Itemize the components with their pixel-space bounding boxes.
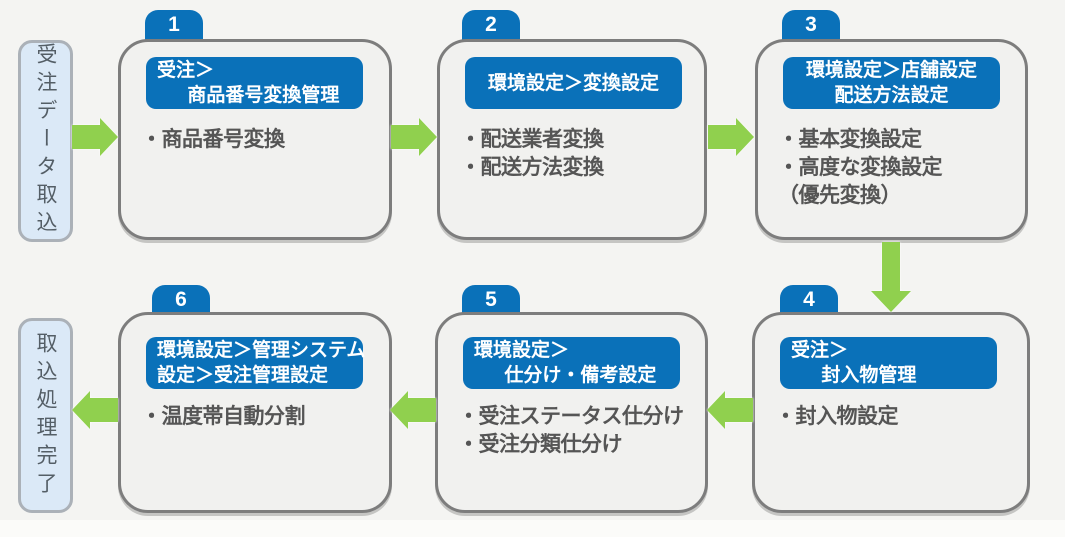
bullet-item: ・受注分類仕分け (458, 433, 622, 456)
flow-step-card-4: 受注＞ 封入物管理 ・封入物設定 (752, 312, 1030, 513)
flow-step-card-2: 環境設定＞変換設定 ・配送業者変換 ・配送方法変換 (437, 39, 707, 240)
menu-path-line: 環境設定＞店舗設定 (805, 60, 977, 81)
flow-arrow-right-icon (72, 118, 118, 156)
step-items-3: ・基本変換設定 ・高度な変換設定 （優先変換） (778, 126, 943, 210)
menu-path-line: 受注＞ (157, 60, 215, 81)
flow-arrow-left-icon (72, 391, 118, 429)
flow-arrow-left-icon (707, 391, 753, 429)
bullet-item: ・商品番号変換 (141, 128, 285, 151)
menu-path-line: 商品番号変換管理 (187, 85, 340, 106)
menu-path-label-3: 環境設定＞店舗設定 配送方法設定 (783, 57, 1000, 109)
step-items-5: ・受注ステータス仕分け ・受注分類仕分け (458, 403, 684, 459)
bullet-item: ・受注ステータス仕分け (458, 405, 684, 428)
menu-path-line: 封入物管理 (821, 365, 917, 386)
bullet-item: ・基本変換設定 (778, 128, 922, 151)
step-number-badge-5: 5 (462, 285, 520, 315)
menu-path-line: 環境設定＞管理システム (157, 340, 366, 361)
flow-end-label-box: 取込処理完了 (18, 318, 73, 513)
menu-path-line: 配送方法設定 (834, 85, 949, 106)
step-number-badge-6: 6 (152, 285, 210, 315)
menu-path-label-6: 環境設定＞管理システム 設定＞受注管理設定 (146, 337, 366, 389)
flow-arrow-right-icon (391, 118, 437, 156)
menu-path-label-4: 受注＞ 封入物管理 (780, 337, 997, 389)
bullet-item: ・温度帯自動分割 (141, 405, 306, 428)
menu-path-line: 環境設定＞ (474, 340, 570, 361)
bullet-item: ・高度な変換設定 (778, 156, 943, 179)
flow-end-label: 取込処理完了 (34, 331, 57, 500)
flow-arrow-down-icon (871, 242, 911, 312)
step-number-badge-2: 2 (462, 10, 520, 42)
step-items-2: ・配送業者変換 ・配送方法変換 (460, 126, 604, 182)
step-number-badge-1: 1 (145, 10, 203, 42)
step-number-badge-3: 3 (782, 10, 840, 42)
menu-path-line: 受注＞ (791, 340, 849, 361)
menu-path-label-5: 環境設定＞ 仕分け・備考設定 (463, 337, 680, 389)
step-items-1: ・商品番号変換 (141, 126, 285, 154)
step-items-4: ・封入物設定 (775, 403, 899, 431)
step-items-6: ・温度帯自動分割 (141, 403, 306, 431)
flow-step-card-3: 環境設定＞店舗設定 配送方法設定 ・基本変換設定 ・高度な変換設定 （優先変換） (755, 39, 1028, 240)
flow-step-card-1: 受注＞ 商品番号変換管理 ・商品番号変換 (118, 39, 392, 240)
menu-path-label-2: 環境設定＞変換設定 (465, 57, 682, 109)
step-number-badge-4: 4 (780, 285, 838, 315)
bullet-item: ・配送方法変換 (460, 156, 604, 179)
menu-path-line: 仕分け・備考設定 (504, 365, 657, 386)
flow-start-label: 受注データ取込 (34, 43, 57, 239)
flow-start-label-box: 受注データ取込 (18, 40, 73, 242)
menu-path-line: 設定＞受注管理設定 (157, 365, 329, 386)
bullet-item: ・封入物設定 (775, 405, 899, 428)
bullet-item: （優先変換） (778, 184, 902, 207)
flow-arrow-left-icon (390, 391, 436, 429)
menu-path-label-1: 受注＞ 商品番号変換管理 (146, 57, 363, 109)
bullet-item: ・配送業者変換 (460, 128, 604, 151)
flow-step-card-6: 環境設定＞管理システム 設定＞受注管理設定 ・温度帯自動分割 (118, 312, 392, 513)
flow-step-card-5: 環境設定＞ 仕分け・備考設定 ・受注ステータス仕分け ・受注分類仕分け (435, 312, 708, 513)
flow-arrow-right-icon (708, 118, 754, 156)
menu-path-line: 環境設定＞変換設定 (487, 72, 659, 94)
bottom-strip (0, 520, 1065, 537)
